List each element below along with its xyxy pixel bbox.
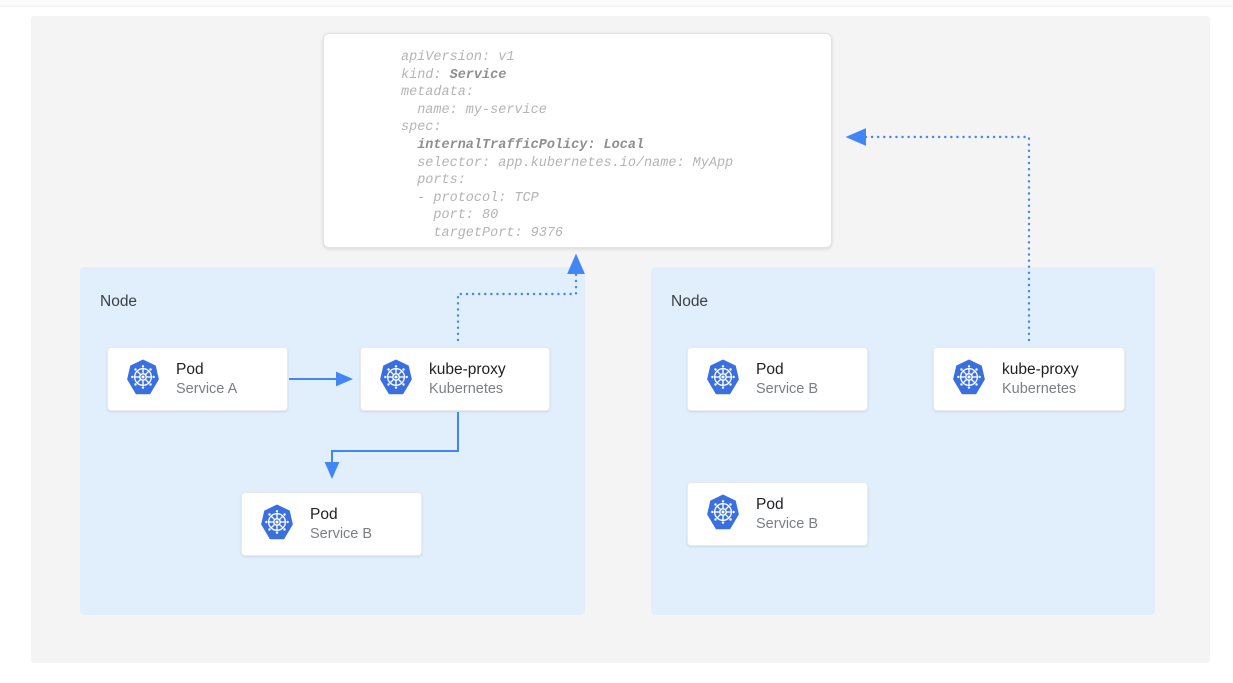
yaml-line: port: 80 <box>401 208 499 224</box>
service-manifest-card: apiVersion: v1 kind: Service metadata: nam… <box>323 33 832 248</box>
top-strip <box>0 0 1233 7</box>
kubernetes-icon <box>124 358 162 401</box>
node-label-right: Node <box>671 293 709 310</box>
card-title: Pod <box>310 505 338 523</box>
yaml-line: internalTrafficPolicy: Local <box>401 137 733 155</box>
kubernetes-icon <box>377 358 415 401</box>
card-pod-service-b-right-bottom[interactable]: Pod Service B <box>687 482 868 546</box>
card-title: Pod <box>756 495 784 513</box>
card-pod-service-b-right-top[interactable]: Pod Service B <box>687 347 868 411</box>
yaml-emphasis: internalTrafficPolicy: Local <box>417 137 645 153</box>
card-kube-proxy-left[interactable]: kube-proxy Kubernetes <box>360 347 550 411</box>
card-subtitle: Service B <box>756 515 819 532</box>
card-title: kube-proxy <box>1002 360 1079 378</box>
card-title: kube-proxy <box>429 360 506 378</box>
diagram-canvas: apiVersion: v1 kind: Service metadata: nam… <box>31 16 1210 663</box>
service-manifest-text: apiVersion: v1 kind: Service metadata: nam… <box>401 49 733 243</box>
yaml-line: targetPort: 9376 <box>401 225 564 241</box>
kubernetes-icon <box>704 493 742 536</box>
node-label-left: Node <box>100 293 138 310</box>
yaml-line: selector: app.kubernetes.io/name: MyApp <box>401 155 734 171</box>
card-subtitle: Service B <box>756 380 819 397</box>
yaml-line: metadata: <box>401 85 474 101</box>
kubernetes-icon <box>258 503 296 546</box>
card-pod-service-b-left[interactable]: Pod Service B <box>241 492 422 556</box>
card-title: Pod <box>756 360 784 378</box>
card-subtitle: Service B <box>310 525 373 542</box>
yaml-line: ports: <box>401 173 466 189</box>
kubernetes-icon <box>704 358 742 401</box>
card-subtitle: Kubernetes <box>1002 380 1077 397</box>
card-subtitle: Kubernetes <box>429 380 504 397</box>
yaml-line: spec: <box>401 120 442 136</box>
yaml-line: kind: Service <box>401 67 507 83</box>
kubernetes-icon <box>950 358 988 401</box>
yaml-line: - protocol: TCP <box>401 190 539 206</box>
card-kube-proxy-right[interactable]: kube-proxy Kubernetes <box>933 347 1125 411</box>
yaml-line: name: my-service <box>401 102 547 118</box>
card-pod-service-a[interactable]: Pod Service A <box>107 347 288 411</box>
yaml-emphasis: Service <box>449 67 507 83</box>
card-title: Pod <box>176 360 204 378</box>
card-subtitle: Service A <box>176 380 238 397</box>
node-panel-left: Node <box>80 267 585 615</box>
yaml-line: apiVersion: v1 <box>401 50 515 65</box>
node-panel-right: Node <box>651 267 1155 615</box>
